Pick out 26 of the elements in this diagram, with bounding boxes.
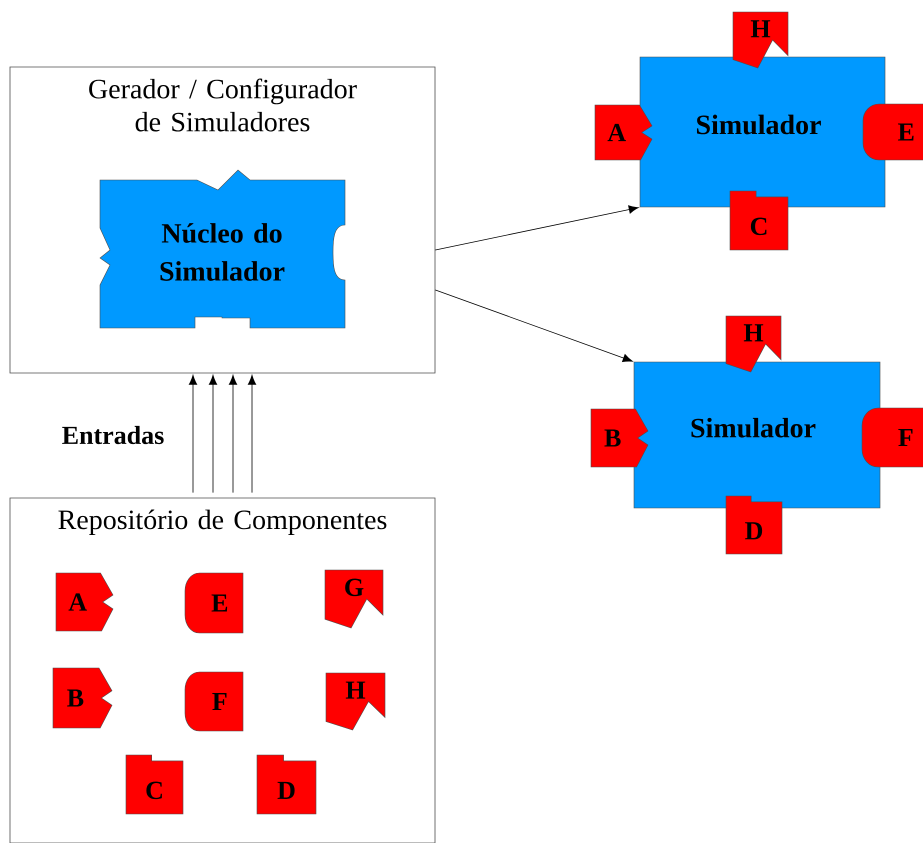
puzzle-piece: C	[126, 754, 184, 814]
arrow	[248, 374, 256, 493]
arrow	[435, 290, 633, 362]
puzzle-piece: A	[594, 104, 652, 160]
puzzle-piece: G	[324, 570, 384, 628]
puzzle-piece: H	[726, 316, 782, 372]
puzzle-piece: D	[256, 754, 316, 814]
simulator-block: Simulador	[640, 56, 886, 208]
puzzle-piece: B	[590, 408, 648, 468]
arrow	[188, 374, 198, 493]
puzzle-piece: D	[726, 496, 782, 554]
puzzle-piece: H	[326, 672, 386, 730]
puzzle-piece: C	[730, 190, 788, 250]
arrow	[208, 374, 218, 493]
arrow	[435, 205, 639, 250]
puzzle-piece: E	[862, 104, 923, 160]
arrow	[228, 374, 238, 493]
puzzle-piece: F	[184, 672, 244, 732]
simulator-block: Simulador	[634, 362, 880, 508]
core-block: Núcleo do Simulador	[100, 170, 346, 328]
puzzle-piece: A	[56, 572, 114, 632]
puzzle-piece: E	[184, 572, 244, 634]
puzzle-piece: B	[52, 668, 112, 728]
puzzle-piece: F	[862, 408, 923, 468]
puzzle-piece: H	[732, 12, 788, 68]
input-label: Entradas	[62, 426, 164, 444]
